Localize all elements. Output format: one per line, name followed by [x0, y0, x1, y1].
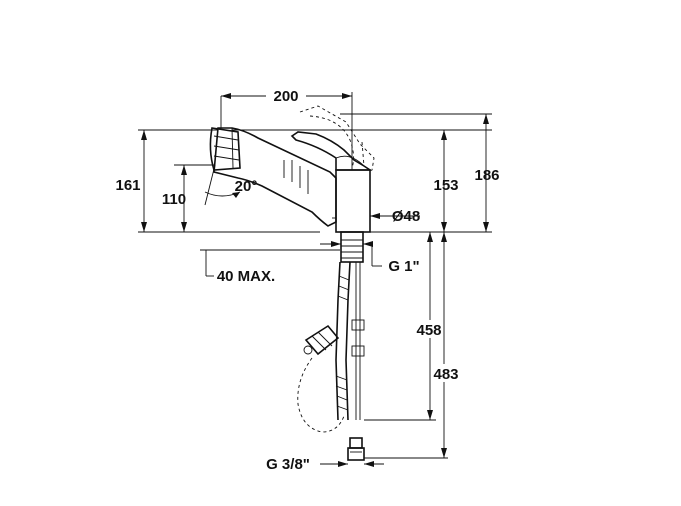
shank-thread: G 1" — [320, 231, 420, 275]
dimension-161: 161 — [115, 129, 320, 233]
faucet-body — [209, 105, 375, 233]
label-161: 161 — [115, 177, 140, 194]
label-110: 110 — [162, 191, 186, 208]
label-g38: G 3/8" — [266, 456, 310, 473]
dimension-458-483: 458 483 — [364, 232, 459, 459]
label-186: 186 — [474, 167, 499, 184]
label-483: 483 — [433, 366, 458, 383]
label-g1: G 1" — [388, 258, 419, 275]
label-153: 153 — [433, 177, 458, 194]
dimension-diameter-48: Ø48 — [370, 208, 420, 225]
dimension-200: 200 — [220, 86, 353, 170]
dimension-40-max: 40 MAX. — [200, 249, 340, 285]
label-200: 200 — [273, 88, 298, 105]
label-40-max: 40 MAX. — [217, 268, 275, 285]
label-diameter-48: Ø48 — [392, 208, 420, 225]
angle-20: 20° — [204, 164, 257, 206]
label-458: 458 — [416, 322, 441, 339]
dimension-110: 110 — [162, 164, 215, 232]
thread-g38: G 3/8" — [266, 456, 384, 473]
dimension-153-186: 153 186 — [232, 113, 500, 233]
hoses — [297, 261, 365, 461]
